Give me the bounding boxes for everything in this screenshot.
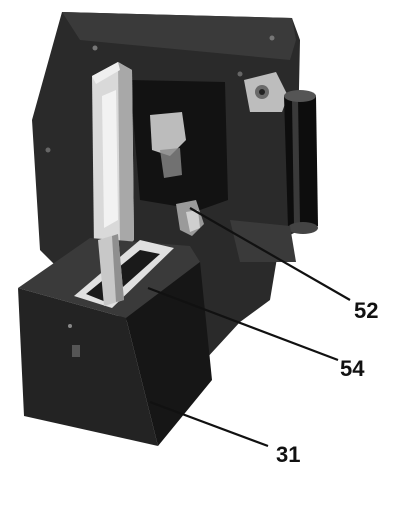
front-housing-side xyxy=(126,262,212,446)
window-reflection-2 xyxy=(160,148,182,178)
housing-screw xyxy=(68,324,72,328)
roller-end-top xyxy=(284,90,316,102)
back-panel-shade xyxy=(62,12,296,60)
rivet xyxy=(92,45,98,51)
hinge-pin-center xyxy=(259,89,265,95)
roller-mount xyxy=(230,220,296,262)
leader-line-31 xyxy=(149,400,269,448)
cartridge-tube-shade xyxy=(118,62,134,250)
callout-label-54: 54 xyxy=(340,356,365,381)
rivet xyxy=(269,35,275,41)
front-housing-front xyxy=(18,288,158,446)
roller xyxy=(284,92,318,232)
callout-label-31: 31 xyxy=(276,442,300,467)
cartridge-tube-edge xyxy=(92,62,120,84)
latch-52-shade xyxy=(186,210,200,232)
rivet xyxy=(45,147,51,153)
rivet xyxy=(237,71,243,77)
roller-highlight xyxy=(292,98,300,226)
cartridge-tube-inner xyxy=(102,90,118,228)
callout-label-52: 52 xyxy=(354,298,378,323)
window-reflection xyxy=(150,112,186,156)
tray-insert-shade xyxy=(112,234,124,302)
leader-line-52 xyxy=(189,207,351,301)
housing-port xyxy=(72,345,80,357)
roller-end-bottom xyxy=(288,222,318,234)
leader-line-54 xyxy=(147,286,339,362)
